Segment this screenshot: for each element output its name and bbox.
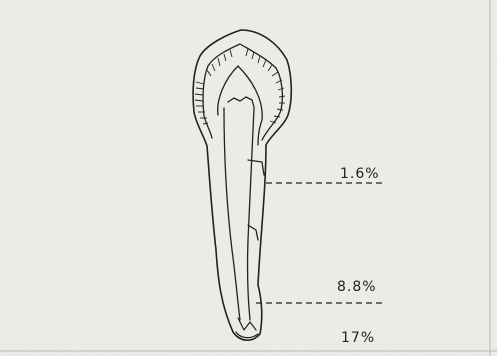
label-lower-percent: 17% [341,330,375,346]
label-middle-percent: 8.8% [337,279,377,295]
label-upper-percent: 1.6% [340,166,380,182]
